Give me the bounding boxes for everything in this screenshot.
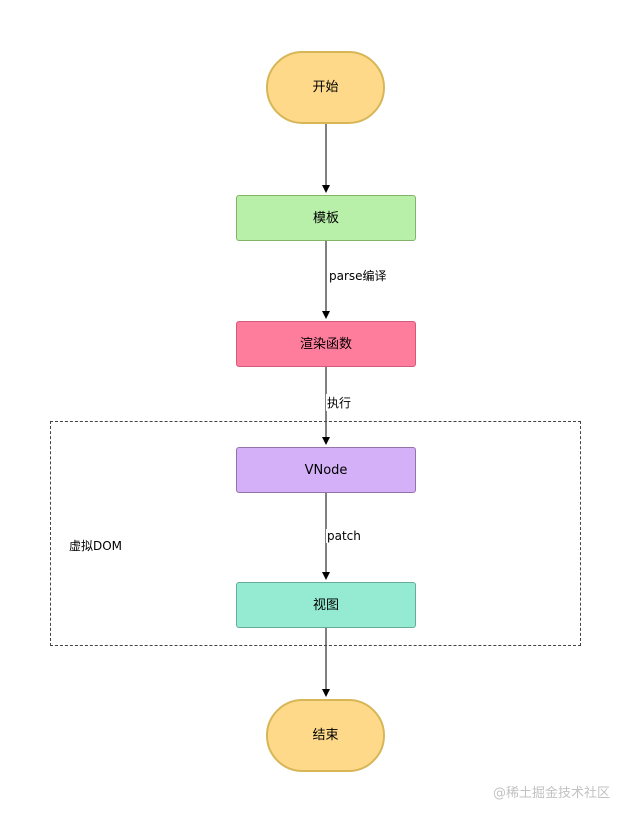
view-node: 视图: [236, 582, 416, 628]
virtual-dom-group-label: 虚拟DOM: [69, 537, 123, 554]
vnode-node: VNode: [236, 447, 416, 493]
parse-edge-label: parse编译: [328, 267, 388, 284]
execute-edge-label: 执行: [326, 394, 353, 411]
watermark-text: @稀土掘金技术社区: [492, 786, 610, 801]
template-node: 模板: [236, 195, 416, 241]
render-function-node: 渲染函数: [236, 321, 416, 367]
patch-edge-label: patch: [326, 529, 362, 543]
start-node: 开始: [266, 51, 385, 124]
virtual-dom-group: [50, 421, 581, 646]
end-node: 结束: [266, 699, 385, 772]
